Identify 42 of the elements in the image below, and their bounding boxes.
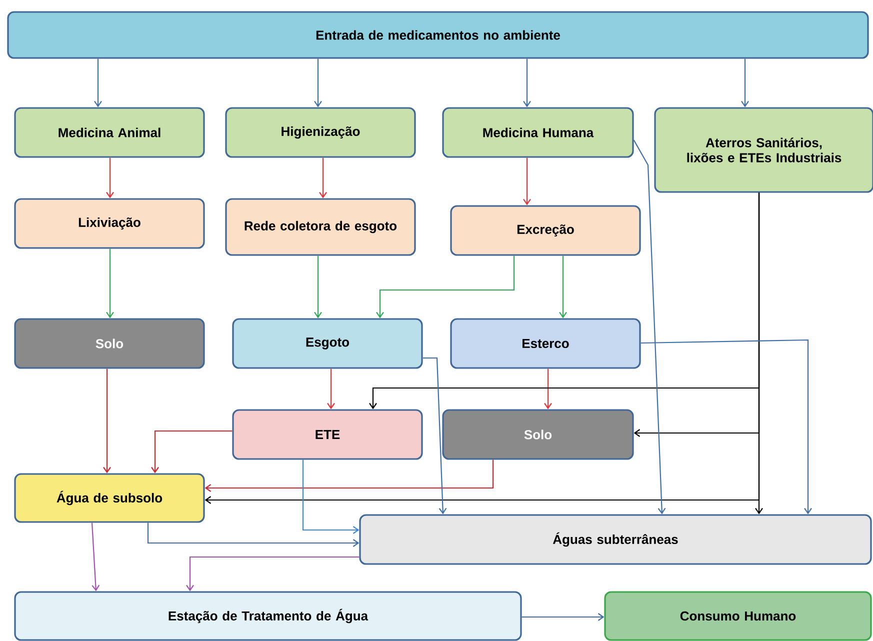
process-box: Água de subsolo xyxy=(14,473,205,523)
process-box: Medicina Humana xyxy=(442,107,634,158)
arrow xyxy=(91,522,100,592)
process-box: Aterros Sanitários, lixões e ETEs Industriais xyxy=(654,107,873,193)
arrow xyxy=(147,522,360,547)
arrow xyxy=(523,58,531,108)
arrow xyxy=(151,430,232,474)
process-box: Consumo Humano xyxy=(604,591,872,641)
arrow xyxy=(94,58,102,108)
arrow xyxy=(522,613,604,621)
arrow xyxy=(103,368,111,474)
process-box: ETE xyxy=(232,409,423,460)
arrow xyxy=(314,58,322,108)
arrow xyxy=(106,248,114,318)
process-box: Rede coletora de esgoto xyxy=(225,198,416,256)
arrow xyxy=(376,256,515,318)
arrow xyxy=(741,58,749,108)
process-box: Lixiviação xyxy=(14,198,205,249)
arrow xyxy=(204,460,494,492)
process-box: Medicina Animal xyxy=(14,107,205,158)
process-box: Esgoto xyxy=(232,318,423,369)
arrow xyxy=(422,357,447,514)
process-box: Higienização xyxy=(225,107,416,158)
arrow xyxy=(327,368,335,410)
soil-box: Solo xyxy=(442,409,634,460)
arrow xyxy=(559,256,567,318)
process-box: Excreção xyxy=(450,205,641,256)
arrow xyxy=(302,460,360,534)
soil-box: Solo xyxy=(14,318,205,369)
process-box: Águas subterrâneas xyxy=(359,514,872,565)
process-box: Entrada de medicamentos no ambiente xyxy=(7,11,869,59)
arrow xyxy=(106,158,114,198)
arrow xyxy=(640,339,812,514)
arrow xyxy=(319,158,327,198)
process-box: Esterco xyxy=(450,318,641,369)
process-box: Estação de Tratamento de Água xyxy=(14,591,522,641)
arrow xyxy=(314,256,322,318)
arrow xyxy=(633,140,666,514)
arrow xyxy=(523,158,531,206)
arrow xyxy=(755,192,763,514)
arrow xyxy=(186,556,360,592)
arrow xyxy=(544,368,552,410)
